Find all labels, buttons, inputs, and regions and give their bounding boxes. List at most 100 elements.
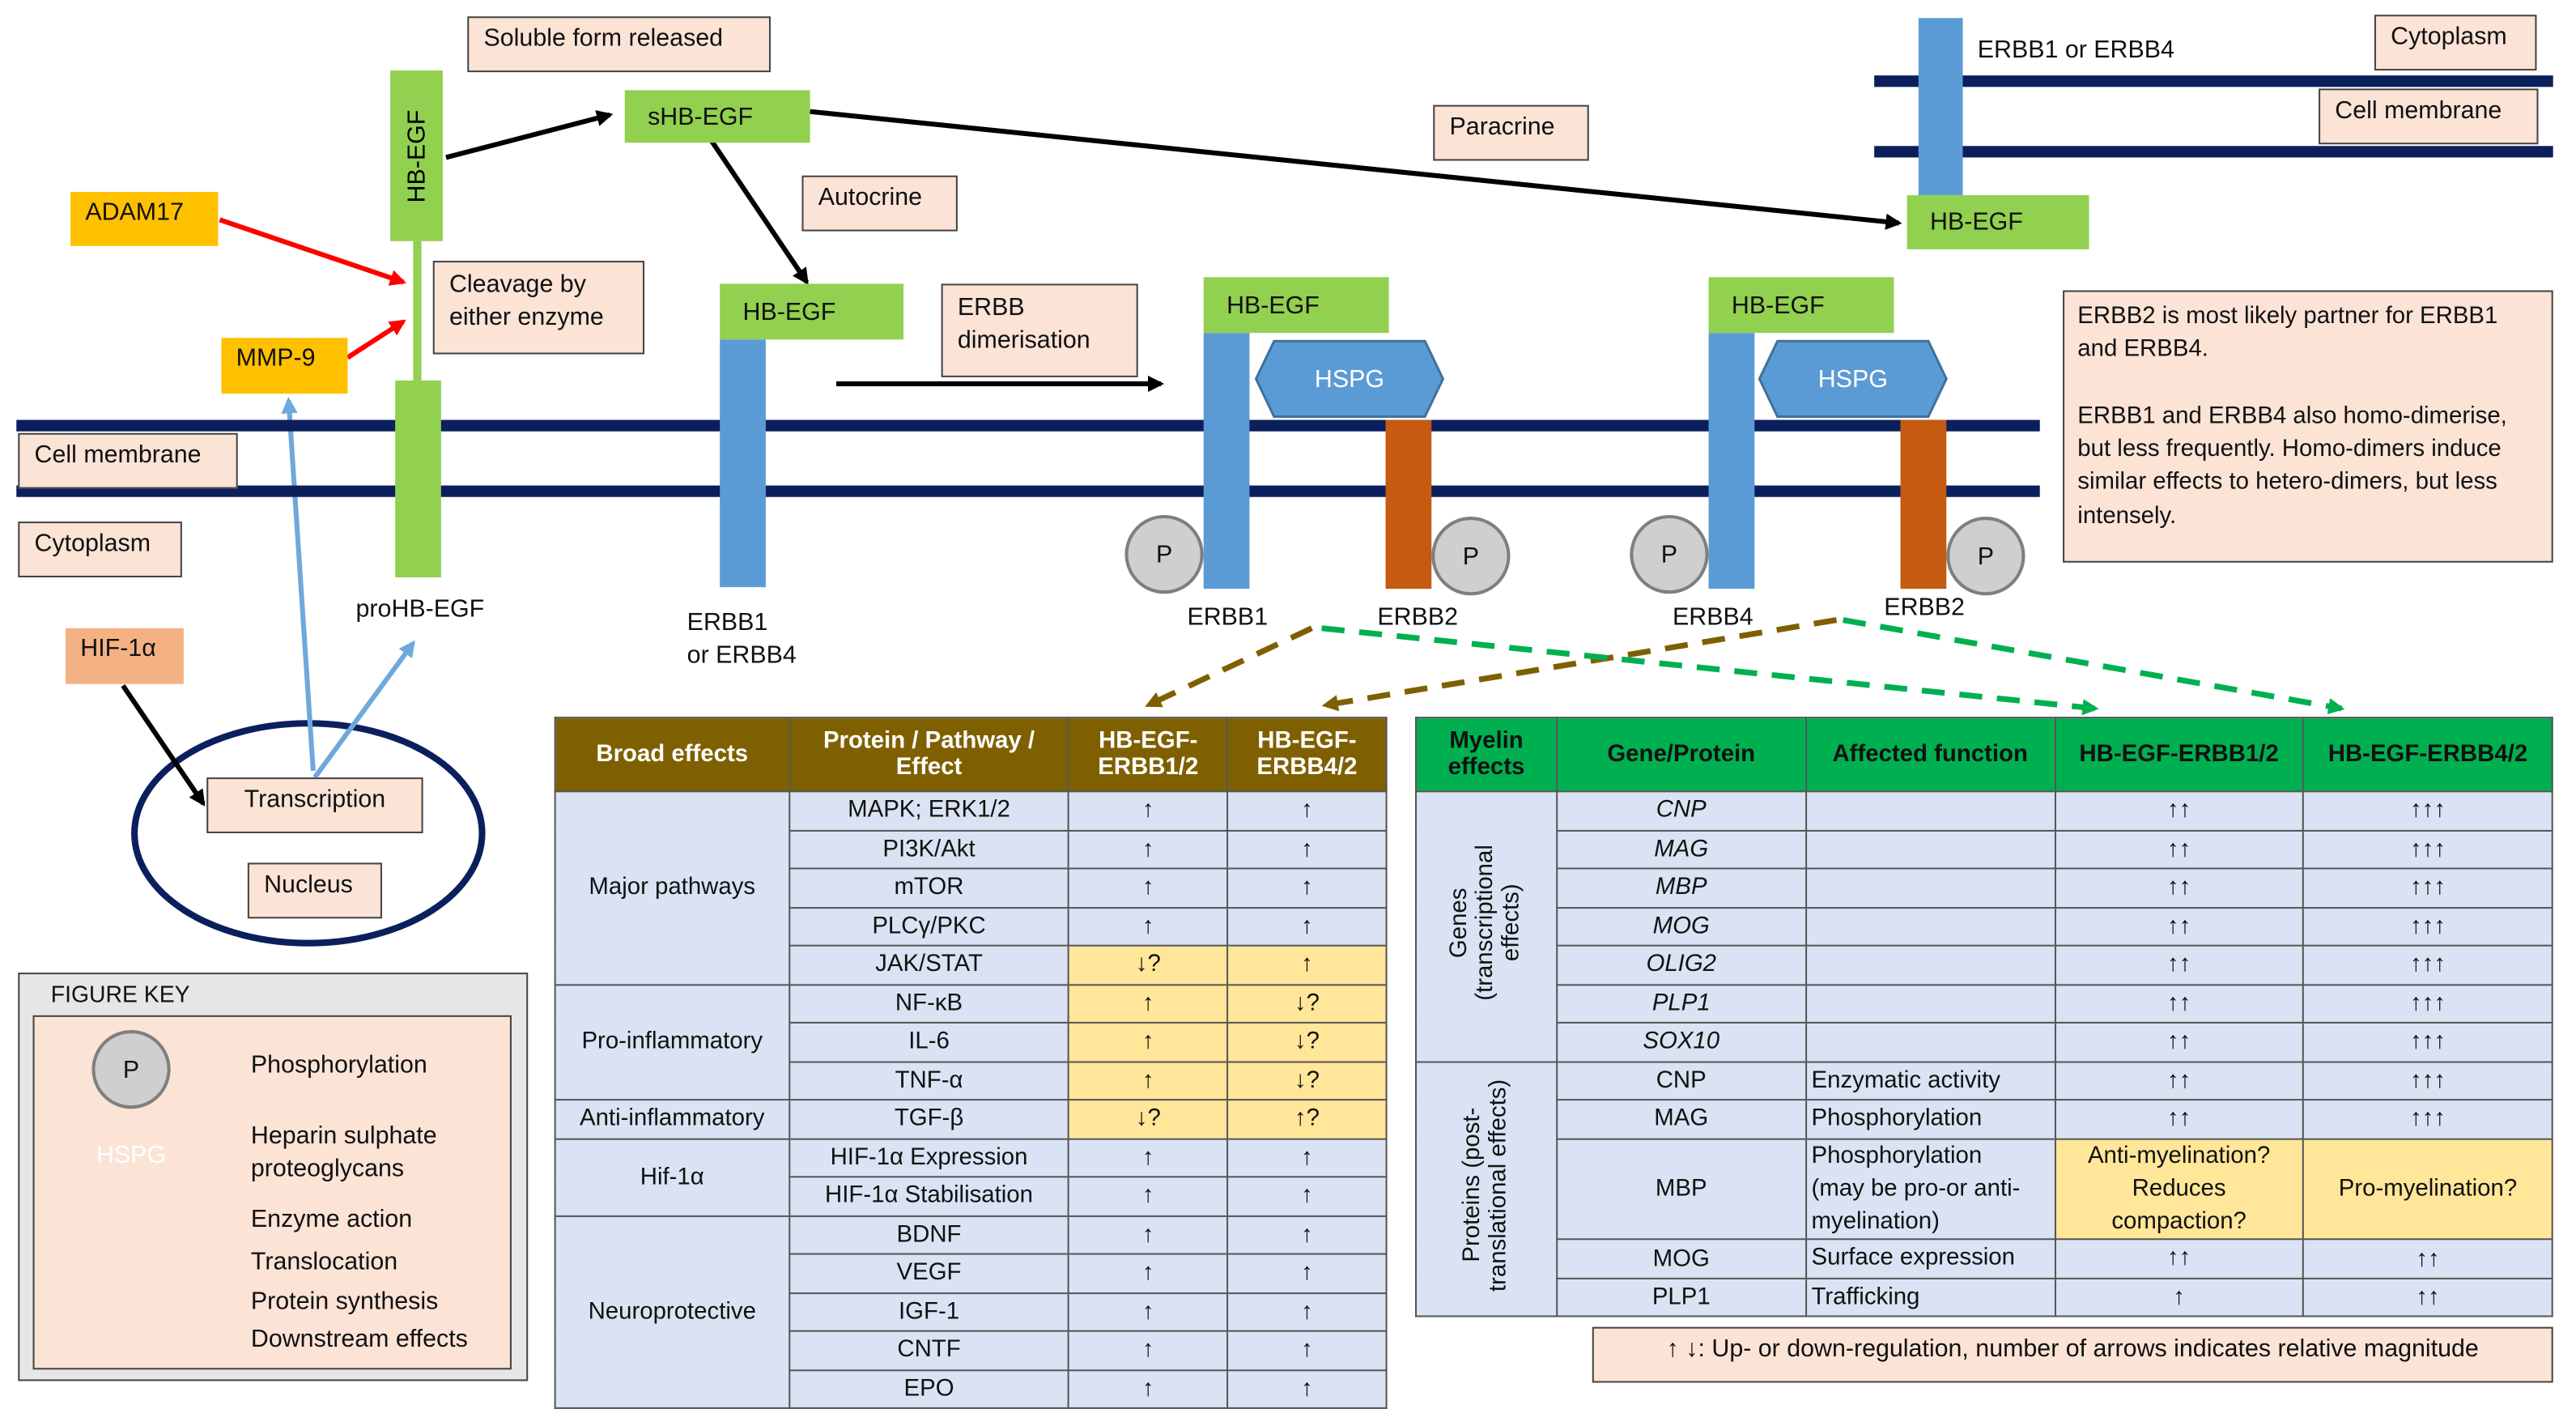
erbb4-label: ERBB4 xyxy=(1673,603,1753,632)
myelin-erbb12-cell: ↑↑ xyxy=(2053,1239,2305,1279)
erbb2-receptor-2 xyxy=(1900,419,1947,590)
myelin-function-cell xyxy=(1804,828,2055,870)
hbegf-precursor-bar xyxy=(390,70,443,241)
soluble-form-label: Soluble form released xyxy=(467,16,771,73)
broad-erbb42-cell: ↓? xyxy=(1226,983,1388,1024)
broad-row: PLCγ/PKC↑↑ xyxy=(555,906,1388,947)
myelin-function-cell xyxy=(1804,944,2055,985)
myelin-row: Genes (transcriptional effects)CNP↑↑↑↑↑ xyxy=(1415,790,2553,1062)
broad-item-cell: IL-6 xyxy=(788,1021,1070,1062)
myelin-erbb42-cell: Pro-myelination? xyxy=(2302,1137,2553,1241)
broad-group-cell: Anti-inflammatory xyxy=(554,1099,790,1139)
hbegf-ligand-dimer1: HB-EGF xyxy=(1203,277,1389,334)
broad-item-cell: CNTF xyxy=(788,1330,1070,1371)
autocrine-label: Autocrine xyxy=(801,175,958,232)
myelin-function-cell xyxy=(1804,867,2055,909)
broad-row: IL-6↑↓? xyxy=(555,1021,1388,1062)
broad-erbb12-cell: ↑ xyxy=(1068,867,1229,909)
myelin-function-cell xyxy=(1804,906,2055,947)
broad-group-cell: Major pathways xyxy=(554,790,790,985)
cell-membrane-label-top: Cell membrane xyxy=(2319,88,2539,145)
myelin-erbb12-cell: ↑↑ xyxy=(2053,790,2305,831)
paracrine-label: Paracrine xyxy=(1433,104,1589,161)
broad-header-3: HB-EGF-ERBB4/2 xyxy=(1226,717,1388,793)
broad-item-cell: BDNF xyxy=(788,1214,1070,1255)
cleavage-label: Cleavage by either enzyme xyxy=(432,261,645,355)
key-protein-synthesis: Protein synthesis xyxy=(250,1288,439,1316)
broad-erbb12-cell: ↓? xyxy=(1068,1099,1229,1139)
myelin-erbb12-cell: ↑↑ xyxy=(2053,867,2305,909)
cell-membrane-outer-line xyxy=(16,419,2040,432)
erbb1-receptor xyxy=(1203,333,1250,590)
myelin-item-cell: PLP1 xyxy=(1556,983,1807,1024)
myelin-group-label: Proteins (post- translational effects) xyxy=(1460,1079,1513,1292)
broad-erbb42-cell: ↑ xyxy=(1226,1176,1388,1216)
broad-erbb12-cell: ↑ xyxy=(1068,1060,1229,1101)
phospho-circle-4: P xyxy=(1946,517,2026,596)
myelin-erbb12-cell: ↑↑ xyxy=(2053,944,2305,985)
myelin-erbb42-cell: ↑↑ xyxy=(2302,1277,2553,1318)
key-phosphorylation-label: Phosphorylation xyxy=(250,1051,427,1079)
erbb2-partner-note: ERBB2 is most likely partner for ERBB1 a… xyxy=(2063,290,2553,563)
myelin-function-cell xyxy=(1804,1021,2055,1062)
broad-row: IGF-1↑↑ xyxy=(555,1292,1388,1332)
myelin-group-cell: Proteins (post- translational effects) xyxy=(1415,1060,1558,1318)
broad-erbb42-cell: ↑ xyxy=(1226,906,1388,947)
top-membrane-outer-line xyxy=(1874,75,2553,87)
myelin-group-cell: Genes (transcriptional effects) xyxy=(1415,790,1558,1062)
myelin-row: PLP1↑↑↑↑↑ xyxy=(1416,983,2553,1024)
erbb-dimerisation-label: ERBB dimerisation xyxy=(941,283,1138,377)
broad-erbb42-cell: ↑ xyxy=(1226,1330,1388,1371)
broad-erbb42-cell: ↑ xyxy=(1226,867,1388,909)
broad-item-cell: NF-κB xyxy=(788,983,1070,1024)
erbb1-label: ERBB1 xyxy=(1187,603,1269,632)
broad-item-cell: MAPK; ERK1/2 xyxy=(788,790,1070,831)
broad-item-cell: VEGF xyxy=(788,1253,1070,1294)
myelin-header-4: HB-EGF-ERBB4/2 xyxy=(2302,717,2553,793)
myelin-erbb12-cell: ↑↑ xyxy=(2053,1021,2305,1062)
myelin-erbb42-cell: ↑↑↑ xyxy=(2302,1021,2553,1062)
myelin-erbb42-cell: ↑↑↑ xyxy=(2302,944,2553,985)
broad-erbb12-cell: ↑ xyxy=(1068,1176,1229,1216)
broad-row: JAK/STAT↓?↑ xyxy=(555,944,1388,985)
broad-item-cell: mTOR xyxy=(788,867,1070,909)
erbb1-or-erbb4-label: ERBB1 or ERBB4 xyxy=(687,608,797,670)
myelin-erbb12-cell: ↑↑ xyxy=(2053,906,2305,947)
broad-erbb42-cell: ↑ xyxy=(1226,944,1388,985)
arrow-mmp9-cleavage xyxy=(346,319,406,360)
myelin-erbb42-cell: ↑↑↑ xyxy=(2302,1060,2553,1101)
myelin-item-cell: CNP xyxy=(1556,790,1807,831)
myelin-function-cell xyxy=(1804,790,2055,831)
broad-erbb12-cell: ↑ xyxy=(1068,1137,1229,1178)
myelin-row: MBP↑↑↑↑↑ xyxy=(1416,867,2553,909)
broad-group-cell: Pro-inflammatory xyxy=(554,983,790,1101)
hspg-hexagon-1 xyxy=(1254,339,1445,418)
myelin-function-cell xyxy=(1804,983,2055,1024)
erbb2-label-2: ERBB2 xyxy=(1884,594,1965,622)
myelin-function-cell: Surface expression xyxy=(1804,1239,2055,1279)
adam17-label: ADAM17 xyxy=(70,191,219,246)
arrow-brown-2 xyxy=(1321,617,1838,712)
broad-erbb42-cell: ↑ xyxy=(1226,1369,1388,1409)
hbegf-vertical-label: HB-EGF xyxy=(402,109,431,202)
myelin-erbb12-cell: ↑↑ xyxy=(2053,1060,2305,1101)
myelin-row: SOX10↑↑↑↑↑ xyxy=(1416,1021,2553,1062)
myelin-header-2: Affected function xyxy=(1804,717,2055,793)
broad-erbb12-cell: ↑ xyxy=(1068,1021,1229,1062)
prohbegf-stalk xyxy=(413,241,422,381)
broad-erbb42-cell: ↑? xyxy=(1226,1099,1388,1139)
broad-group-cell: Neuroprotective xyxy=(554,1214,790,1409)
broad-erbb42-cell: ↑ xyxy=(1226,1137,1388,1178)
broad-item-cell: HIF-1α Expression xyxy=(788,1137,1070,1178)
broad-header-1: Protein / Pathway / Effect xyxy=(788,717,1070,793)
erbb-receptor-autocrine xyxy=(720,339,766,588)
myelin-item-cell: CNP xyxy=(1556,1060,1807,1101)
